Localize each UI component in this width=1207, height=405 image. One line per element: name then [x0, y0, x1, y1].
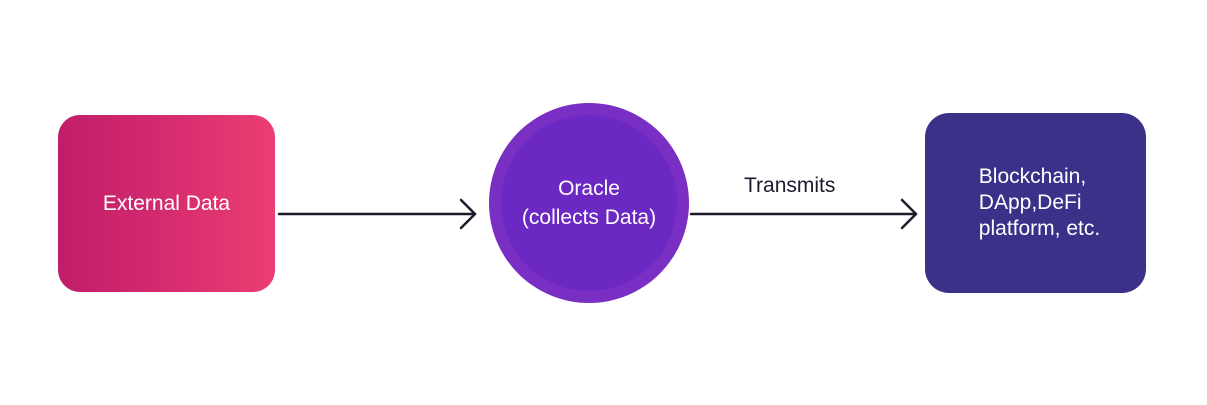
- external-data-label: External Data: [102, 191, 231, 215]
- arrow-2-head: [900, 198, 918, 230]
- arrow-oracle-to-platform: [689, 198, 918, 230]
- arrow-1-head: [459, 198, 477, 230]
- oracle-label-line-1: Oracle: [558, 177, 620, 200]
- platform-label-line-1: Blockchain,: [978, 165, 1087, 188]
- platform-label-line-2: DApp,DeFi: [978, 191, 1082, 214]
- oracle-node: Oracle (collects Data): [489, 103, 689, 303]
- blockchain-platform-node: Blockchain, DApp,DeFi platform, etc.: [925, 113, 1146, 293]
- arrow-external-to-oracle: [277, 198, 477, 230]
- oracle-label: Oracle (collects Data): [522, 174, 656, 232]
- oracle-label-line-2: (collects Data): [521, 206, 657, 229]
- platform-label-line-3: platform, etc.: [978, 217, 1101, 240]
- external-data-node: External Data: [58, 115, 275, 292]
- transmits-edge-label: Transmits: [744, 174, 836, 197]
- oracle-inner-ring: [501, 115, 677, 291]
- platform-label: Blockchain, DApp,DeFi platform, etc.: [979, 164, 1100, 242]
